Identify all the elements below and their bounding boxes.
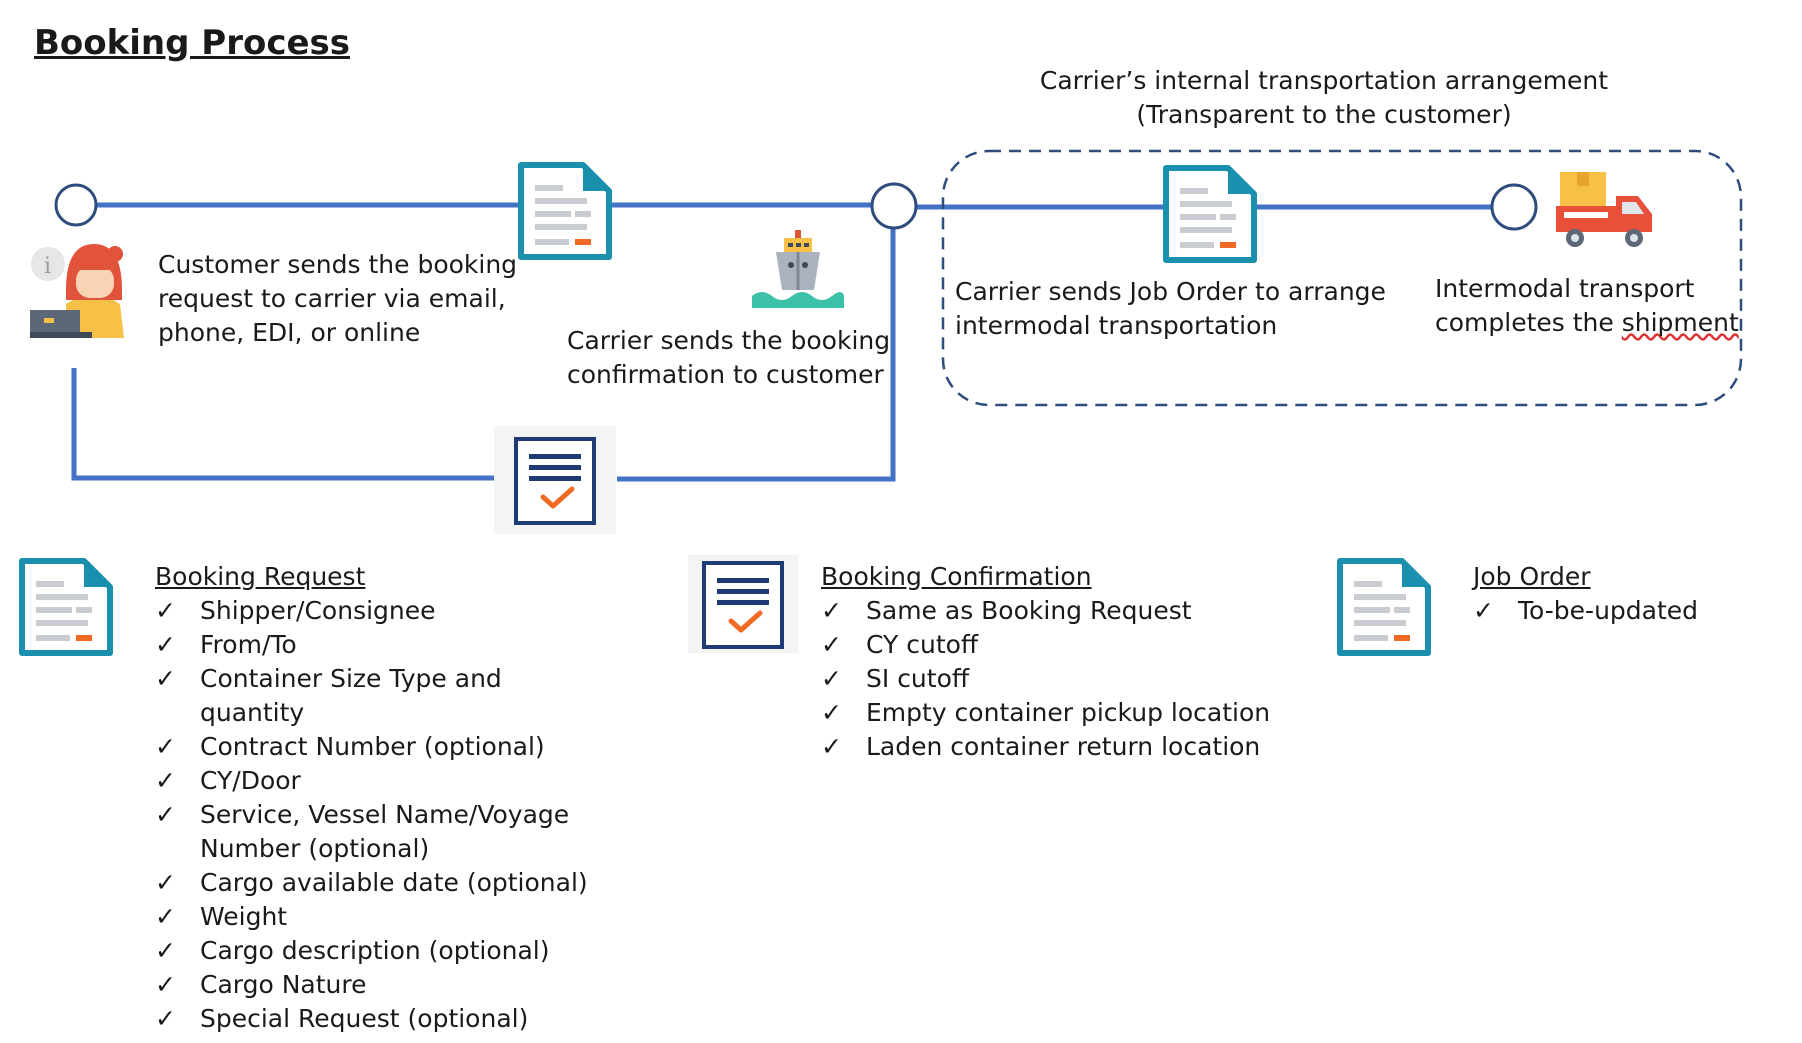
legend-job-order-icon xyxy=(1340,561,1428,653)
booking-request-document-icon xyxy=(521,165,609,257)
legend-booking-confirmation-icon xyxy=(704,563,782,647)
booking-confirmation-document-icon xyxy=(516,439,594,523)
list-item: ✓ CY/Door xyxy=(155,764,588,798)
list-item-text: SI cutoff xyxy=(866,664,970,693)
node-start xyxy=(54,183,98,227)
check-icon: ✓ xyxy=(155,800,176,829)
list-item-text: Cargo description (optional) xyxy=(200,936,550,965)
confirmation-caption-line-2: confirmation to customer xyxy=(567,360,884,389)
list-item: ✓ Contract Number (optional) xyxy=(155,730,588,764)
confirmation-caption-line-1: Carrier sends the booking xyxy=(567,326,891,355)
legend-job-order-list: ✓ To-be-updated xyxy=(1473,594,1698,628)
flow-line-return-right xyxy=(617,224,896,482)
confirmation-step-caption: Carrier sends the booking confirmation t… xyxy=(567,324,890,392)
intermodal-step-caption: Intermodal transport completes the shipm… xyxy=(1435,272,1739,340)
list-item-text: Contract Number (optional) xyxy=(200,732,545,761)
check-icon: ✓ xyxy=(155,1004,176,1033)
intermodal-caption-line-2: completes the shipment xyxy=(1435,308,1739,337)
internal-caption-line-2: (Transparent to the customer) xyxy=(1136,100,1512,129)
list-item: ✓ CY cutoff xyxy=(821,628,1270,662)
node-carrier xyxy=(870,182,918,230)
internal-caption-line-1: Carrier’s internal transportation arrang… xyxy=(1039,66,1609,95)
list-item: ✓ Special Request (optional) xyxy=(155,1002,588,1036)
list-item: ✓ Same as Booking Request xyxy=(821,594,1270,628)
check-icon: ✓ xyxy=(821,698,842,727)
list-item-text: Special Request (optional) xyxy=(200,1004,529,1033)
list-item-text: Empty container pickup location xyxy=(866,698,1271,727)
check-icon: ✓ xyxy=(155,936,176,965)
check-icon: ✓ xyxy=(155,596,176,625)
legend-booking-confirmation-list: ✓ Same as Booking Request ✓ CY cutoff ✓ SI cu… xyxy=(821,594,1270,764)
check-icon: ✓ xyxy=(821,664,842,693)
legend-booking-request-list: ✓ Shipper/Consignee ✓ From/To ✓ Container Siz… xyxy=(155,594,588,1036)
internal-arrangement-box xyxy=(941,149,1743,407)
job-order-caption-line-1: Carrier sends Job Order to arrange xyxy=(955,277,1386,306)
customer-caption-line-1: Customer sends the booking xyxy=(158,250,518,279)
list-item-text: Number (optional) xyxy=(200,834,430,863)
check-icon: ✓ xyxy=(155,970,176,999)
check-icon: ✓ xyxy=(821,732,842,761)
list-item: ✓ Cargo available date (optional) xyxy=(155,866,588,900)
check-icon: ✓ xyxy=(155,902,176,931)
list-item: ✓ Shipper/Consignee xyxy=(155,594,588,628)
list-item-text: CY cutoff xyxy=(866,630,979,659)
check-icon: ✓ xyxy=(155,868,176,897)
list-item: ✓ Cargo description (optional) xyxy=(155,934,588,968)
customer-person-icon: i xyxy=(30,244,124,338)
customer-caption-line-2: request to carrier via email, xyxy=(158,284,506,313)
list-item: ✓ Empty container pickup location xyxy=(821,696,1270,730)
truck-icon xyxy=(1556,172,1652,247)
list-item-text: Weight xyxy=(200,902,288,931)
legend-booking-request-icon xyxy=(22,561,110,653)
customer-step-caption: Customer sends the booking request to ca… xyxy=(158,248,517,350)
flow-line-return-left xyxy=(71,368,494,481)
internal-arrangement-caption: Carrier’s internal transportation arrang… xyxy=(1019,64,1629,132)
check-icon: ✓ xyxy=(155,766,176,795)
list-item-text: Cargo available date (optional) xyxy=(200,868,588,897)
list-item-text: Shipper/Consignee xyxy=(200,596,436,625)
list-item-text: Container Size Type and xyxy=(200,664,502,693)
legend-booking-confirmation-heading: Booking Confirmation xyxy=(821,562,1092,591)
node-intermodal xyxy=(1490,183,1538,231)
check-icon: ✓ xyxy=(155,732,176,761)
legend-job-order-heading: Job Order xyxy=(1473,562,1591,591)
check-icon: ✓ xyxy=(821,630,842,659)
list-item-text: Cargo Nature xyxy=(200,970,367,999)
ship-icon xyxy=(752,230,844,308)
list-item: ✓ Cargo Nature xyxy=(155,968,588,1002)
list-item-text: quantity xyxy=(200,698,305,727)
list-item: ✓ Container Size Type and quantity xyxy=(155,662,588,730)
customer-caption-line-3: phone, EDI, or online xyxy=(158,318,421,347)
job-order-caption-line-2: intermodal transportation xyxy=(955,311,1278,340)
check-icon: ✓ xyxy=(821,596,842,625)
spellcheck-word: shipment xyxy=(1621,308,1739,337)
legend-booking-request-heading: Booking Request xyxy=(155,562,366,591)
list-item-text: To-be-updated xyxy=(1518,596,1699,625)
check-icon: ✓ xyxy=(155,664,176,693)
list-item: ✓ From/To xyxy=(155,628,588,662)
list-item-text: From/To xyxy=(200,630,297,659)
list-item: ✓ Laden container return location xyxy=(821,730,1270,764)
list-item-text: CY/Door xyxy=(200,766,301,795)
check-icon: ✓ xyxy=(1473,596,1494,625)
list-item: ✓ Weight xyxy=(155,900,588,934)
job-order-step-caption: Carrier sends Job Order to arrange inter… xyxy=(955,275,1386,343)
list-item-text: Same as Booking Request xyxy=(866,596,1192,625)
page-title: Booking Process xyxy=(34,23,351,63)
check-icon: ✓ xyxy=(155,630,176,659)
list-item: ✓ To-be-updated xyxy=(1473,594,1698,628)
intermodal-caption-line-1: Intermodal transport xyxy=(1435,274,1695,303)
list-item: ✓ SI cutoff xyxy=(821,662,1270,696)
list-item-text: Laden container return location xyxy=(866,732,1261,761)
svg-text:i: i xyxy=(44,254,51,279)
job-order-document-icon xyxy=(1166,168,1254,260)
list-item-text: Service, Vessel Name/Voyage xyxy=(200,800,570,829)
